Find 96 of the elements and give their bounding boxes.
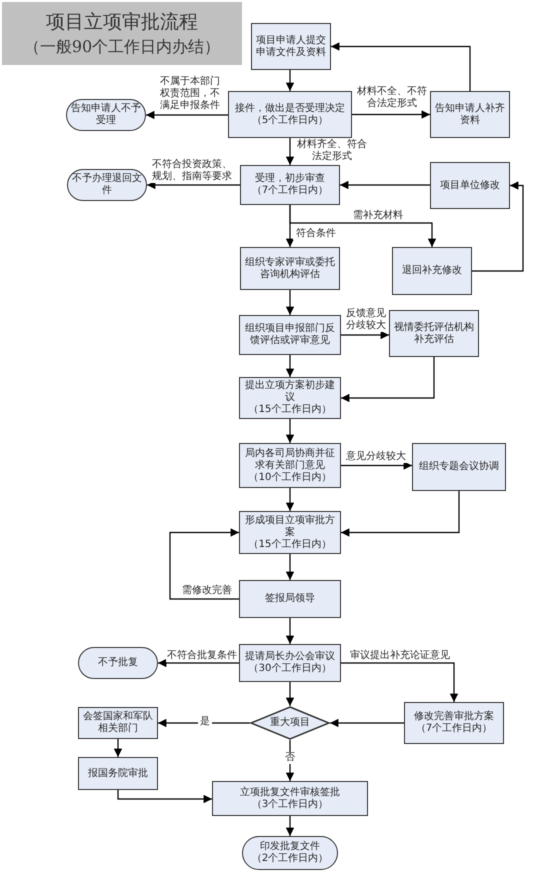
arrow — [331, 42, 471, 91]
arrow — [352, 110, 430, 119]
process-box — [239, 644, 341, 682]
process-box — [240, 247, 340, 290]
arrow — [147, 180, 240, 190]
box-text: 项目单位修改 — [440, 180, 500, 192]
box-text: （15个工作日内） — [248, 404, 332, 416]
box-text: 立项批复文件审核签批 — [240, 786, 340, 798]
process-box — [240, 165, 340, 205]
terminal-box — [242, 836, 338, 870]
arrow — [286, 740, 294, 781]
box-text: 接件，做出是否受理决定 — [235, 102, 345, 114]
arrow — [341, 461, 412, 470]
arrow — [330, 718, 404, 728]
arrow — [169, 528, 239, 600]
process-box — [430, 91, 510, 138]
box-text: 告知申请人不予受理 — [70, 103, 142, 127]
box-text: 提请局长办公会审议 — [245, 651, 335, 662]
box-text: 组织专家评审或委托咨询机构评估 — [244, 256, 336, 280]
box-text: （3个工作日内） — [252, 798, 328, 810]
arrow — [146, 110, 228, 120]
box-text: 形成项目立项审批方案 — [244, 514, 336, 538]
box-text: （7个工作日内） — [416, 723, 492, 735]
arrow — [286, 355, 294, 377]
process-box — [212, 781, 368, 816]
arrow — [117, 790, 212, 804]
edge-label: 不属于本部门权责范围，不满足申报条件 — [158, 76, 222, 112]
edge-label: 不符合批复条件 — [166, 650, 238, 662]
arrow — [286, 290, 294, 315]
box-text: 受理，初步审查 — [255, 173, 325, 184]
edge-label: 是 — [198, 716, 212, 728]
process-box — [239, 377, 341, 419]
box-text: 报国务院审批 — [88, 768, 148, 780]
process-box — [239, 315, 341, 355]
terminal-box — [78, 647, 158, 679]
arrow — [472, 181, 524, 272]
arrow — [286, 138, 294, 165]
process-box — [239, 443, 341, 488]
edge-label: 反馈意见分歧较大 — [345, 308, 387, 332]
diagram-subtitle: （一般90个工作日内办结） — [24, 36, 220, 58]
process-box — [392, 247, 472, 295]
box-text: （15个工作日内） — [248, 538, 332, 550]
box-text: 会签国家和军队相关部门 — [82, 711, 154, 735]
process-box — [239, 511, 341, 554]
process-box — [404, 702, 504, 744]
process-box — [78, 757, 158, 790]
box-text: 组织专题会议协调 — [419, 461, 499, 473]
arrow — [158, 718, 250, 728]
edge-label: 需修改完善 — [180, 585, 234, 597]
arrow — [158, 658, 239, 668]
arrow — [341, 662, 458, 702]
process-box — [251, 23, 331, 70]
diagram-title: 项目立项审批流程 — [46, 10, 198, 34]
box-text: （2个工作日内） — [252, 853, 328, 865]
arrow — [286, 488, 294, 511]
box-text: （7个工作日内） — [252, 185, 328, 197]
arrow — [286, 618, 294, 644]
box-text: （5个工作日内） — [252, 114, 328, 126]
edge-label: 材料不全、不符合法定形式 — [356, 86, 428, 110]
edge-label: 符合条件 — [293, 228, 339, 240]
process-box — [389, 310, 479, 357]
edge-label: 不符合投资政策、规划、指南等要求 — [150, 159, 234, 183]
decision-diamond — [250, 706, 330, 740]
arrow — [286, 682, 294, 706]
box-text: 签报局领导 — [265, 593, 315, 605]
arrow — [114, 739, 122, 757]
arrow — [286, 554, 294, 580]
box-text: 视情委托评估机构补充评估 — [393, 322, 475, 346]
process-box — [412, 443, 506, 491]
box-text: （30个工作日内） — [248, 663, 332, 675]
box-text: 修改完善审批方案 — [414, 711, 494, 722]
edge-label: 审议提出补充论证意见 — [348, 650, 452, 662]
arrow — [341, 357, 435, 402]
process-box — [239, 580, 341, 618]
box-text: 印发批复文件 — [260, 841, 320, 852]
arrow — [340, 180, 430, 190]
box-text: 不予批复 — [98, 657, 138, 669]
box-text: 不予办理退回文件 — [71, 173, 143, 197]
box-text: 局内各司局协商并征求有关部门意见 — [244, 448, 336, 472]
edge-label: 材料齐全、符合法定形式 — [296, 139, 368, 163]
arrow — [286, 70, 294, 91]
box-text: 提出立项方案初步建议 — [244, 380, 336, 404]
arrow — [286, 816, 294, 836]
arrow — [286, 419, 294, 443]
edge-label: 否 — [283, 752, 297, 764]
process-box — [228, 91, 352, 138]
arrow — [341, 330, 389, 340]
arrow — [341, 491, 460, 537]
arrow — [289, 205, 436, 247]
box-text: 项目申请人提交申请文件及资料 — [255, 34, 327, 58]
box-text: 组织项目申报部门反馈评估或评审意见 — [244, 323, 336, 347]
box-text: 重大项目 — [270, 717, 310, 729]
box-text: 退回补充修改 — [402, 265, 462, 277]
box-text: （10个工作日内） — [248, 472, 332, 484]
process-box — [430, 162, 510, 209]
box-text: 告知申请人补齐资料 — [434, 102, 506, 126]
